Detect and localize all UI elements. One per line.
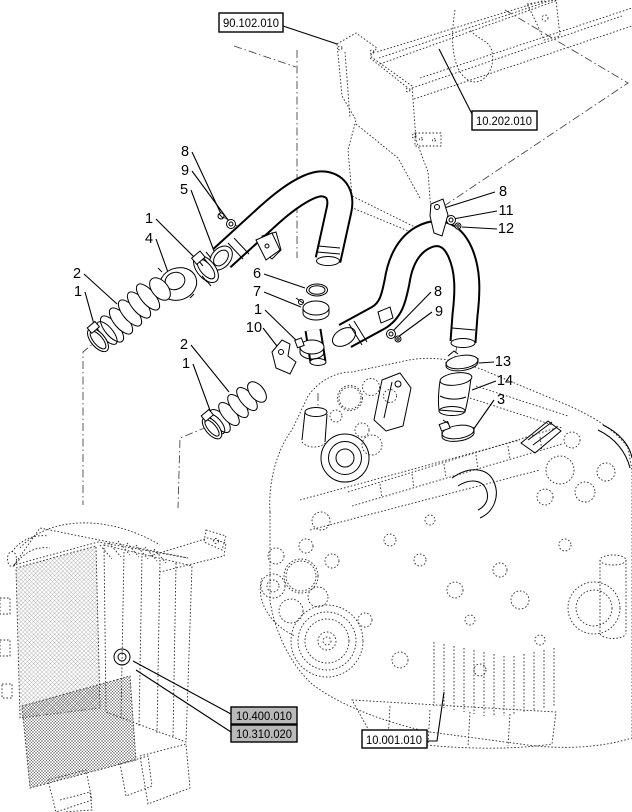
- bellows-hose-upper: [96, 277, 171, 345]
- ref-box-label: 10.310.020: [236, 727, 292, 741]
- ref-box-label: 10.202.010: [476, 114, 532, 128]
- bellows-hose-lower: [206, 381, 267, 435]
- rubber-elbow: [437, 372, 473, 416]
- ref-box-label: 10.001.010: [366, 733, 422, 747]
- ref-box-10-001-010[interactable]: 10.001.010: [361, 729, 428, 749]
- callout-11[interactable]: 11: [498, 203, 513, 219]
- callout-12[interactable]: 12: [498, 221, 514, 237]
- worm-clamp-front-pipe: [190, 250, 219, 287]
- callout-8[interactable]: 8: [499, 184, 507, 200]
- clamp-ring-upper: [445, 350, 479, 372]
- callout-9[interactable]: 9: [435, 304, 443, 320]
- washer-and-nut-mid: [386, 329, 402, 343]
- ref-box-rect: [230, 724, 298, 743]
- callout-3[interactable]: 3: [497, 392, 505, 408]
- intake-pipe-front: [209, 170, 354, 271]
- ref-box-10-400-010[interactable]: 10.400.010: [230, 706, 298, 725]
- worm-clamp-hose-lower: [200, 408, 223, 440]
- callout-1[interactable]: 1: [254, 302, 262, 318]
- callout-7[interactable]: 7: [253, 284, 261, 300]
- ref-box-10-202-010[interactable]: 10.202.010: [471, 110, 538, 131]
- callout-1[interactable]: 1: [74, 284, 82, 300]
- callout-1[interactable]: 1: [145, 211, 153, 227]
- callout-1[interactable]: 1: [182, 356, 190, 372]
- callout-4[interactable]: 4: [145, 231, 153, 247]
- engine-assembly-reference: [260, 357, 632, 749]
- washer-and-nut-bracket: [446, 215, 462, 230]
- screw-and-washer-front: [217, 212, 236, 229]
- callout-2[interactable]: 2: [73, 266, 81, 282]
- ref-box-10-310-020[interactable]: 10.310.020: [230, 724, 298, 743]
- callout-13[interactable]: 13: [495, 354, 511, 370]
- ref-box-90-102-010[interactable]: 90.102.010: [218, 12, 284, 33]
- ref-box-rect: [230, 706, 298, 725]
- worm-clamp-hose-upper: [86, 320, 109, 353]
- radiator-assembly-reference: [0, 522, 227, 812]
- callout-6[interactable]: 6: [253, 266, 261, 282]
- callout-10[interactable]: 10: [246, 320, 262, 336]
- ref-box-label: 90.102.010: [223, 16, 279, 30]
- callout-8[interactable]: 8: [434, 284, 442, 300]
- v-band-clamp: [295, 297, 330, 321]
- support-bracket: [271, 339, 297, 375]
- leader-lines: [83, 25, 498, 742]
- ref-box-label: 10.400.010: [236, 709, 292, 723]
- callout-9[interactable]: 9: [181, 163, 189, 179]
- ref-box-rect: [471, 110, 538, 131]
- o-ring: [306, 283, 328, 297]
- hose-stub-and-clamp: [294, 328, 327, 366]
- ref-box-rect: [361, 729, 428, 749]
- intake-pipe-rear: [331, 198, 481, 348]
- worm-clamp-elbow: [438, 419, 475, 442]
- ref-box-rect: [218, 12, 284, 33]
- support-tab: [255, 232, 281, 261]
- callout-8[interactable]: 8: [181, 144, 189, 160]
- callout-5[interactable]: 5: [180, 182, 188, 198]
- callout-14[interactable]: 14: [497, 373, 513, 389]
- callout-2[interactable]: 2: [180, 337, 188, 353]
- callout-labels: 8 9 5 1 4 2 1 2 1 6 7 1 10 8 11 12 8 9 1…: [73, 144, 514, 408]
